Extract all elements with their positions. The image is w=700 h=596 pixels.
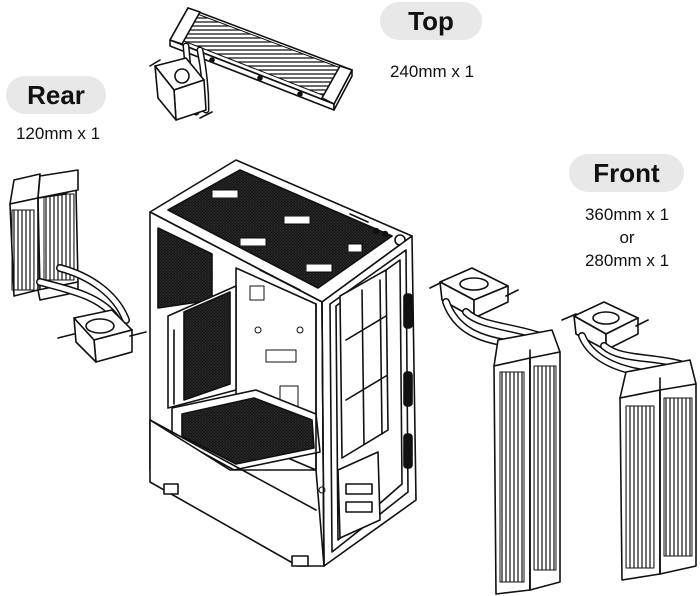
front-size-or: or xyxy=(619,228,635,247)
rear-mount-size: 120mm x 1 xyxy=(15,124,101,143)
front-radiator-280mm xyxy=(561,301,697,581)
front-size-option-360: 360mm x 1 xyxy=(584,205,670,224)
rear-radiator-120mm xyxy=(9,169,147,363)
pc-case xyxy=(149,159,417,567)
front-size-option-280: 280mm x 1 xyxy=(584,251,670,270)
top-mount-label: Top xyxy=(380,2,482,40)
top-mount-size: 240mm x 1 xyxy=(389,62,475,81)
rear-mount-label: Rear xyxy=(6,76,106,114)
top-radiator-240mm xyxy=(149,7,353,121)
front-radiator-360mm xyxy=(429,267,561,595)
front-mount-label: Front xyxy=(569,154,684,192)
front-mount-sizes: 360mm x 1 or 280mm x 1 xyxy=(566,203,688,272)
